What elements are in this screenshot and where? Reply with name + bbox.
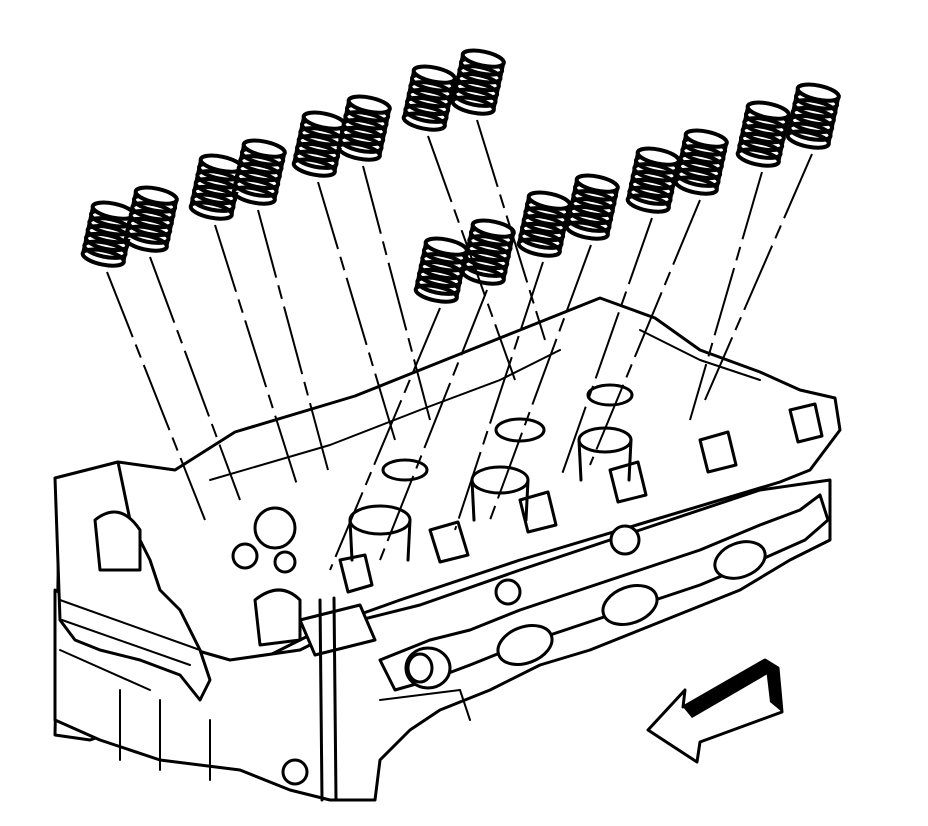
spring-center-line bbox=[379, 289, 488, 561]
spring-center-line bbox=[589, 199, 701, 466]
valve-spring-icon bbox=[625, 146, 681, 214]
spring-center-line bbox=[329, 307, 441, 571]
spring-center-line bbox=[427, 135, 516, 381]
valve-spring-icon bbox=[564, 173, 620, 241]
spring-center-line bbox=[149, 256, 241, 501]
valve-spring-icon bbox=[673, 128, 729, 196]
spring-center-line bbox=[214, 224, 299, 489]
cylinder-head-icon bbox=[53, 296, 842, 802]
valve-spring-icon bbox=[336, 94, 392, 162]
spring-center-line bbox=[489, 244, 592, 521]
valve-spring-icon bbox=[401, 64, 457, 132]
spring-center-line bbox=[454, 261, 544, 531]
valve-spring-icon bbox=[413, 236, 469, 304]
valve-spring-icon bbox=[460, 218, 516, 286]
valve-springs bbox=[80, 48, 841, 304]
valve-spring-icon bbox=[450, 48, 506, 116]
spring-center-line bbox=[704, 153, 813, 401]
spring-center-line bbox=[257, 209, 329, 471]
spring-center-lines bbox=[106, 119, 813, 571]
spring-center-line bbox=[689, 171, 763, 421]
spring-center-line bbox=[476, 119, 546, 341]
valve-spring-icon bbox=[735, 100, 791, 168]
valve-spring-icon bbox=[516, 190, 572, 258]
spring-center-line bbox=[317, 181, 396, 441]
valve-spring-icon bbox=[188, 153, 244, 221]
valve-spring-icon bbox=[80, 200, 136, 268]
spring-center-line bbox=[559, 217, 653, 481]
valve-spring-icon bbox=[785, 82, 841, 150]
spring-center-line bbox=[362, 165, 431, 421]
valve-spring-icon bbox=[123, 185, 179, 253]
direction-arrow-icon bbox=[646, 658, 784, 764]
spring-center-line bbox=[106, 271, 206, 521]
valve-spring-icon bbox=[231, 138, 287, 206]
